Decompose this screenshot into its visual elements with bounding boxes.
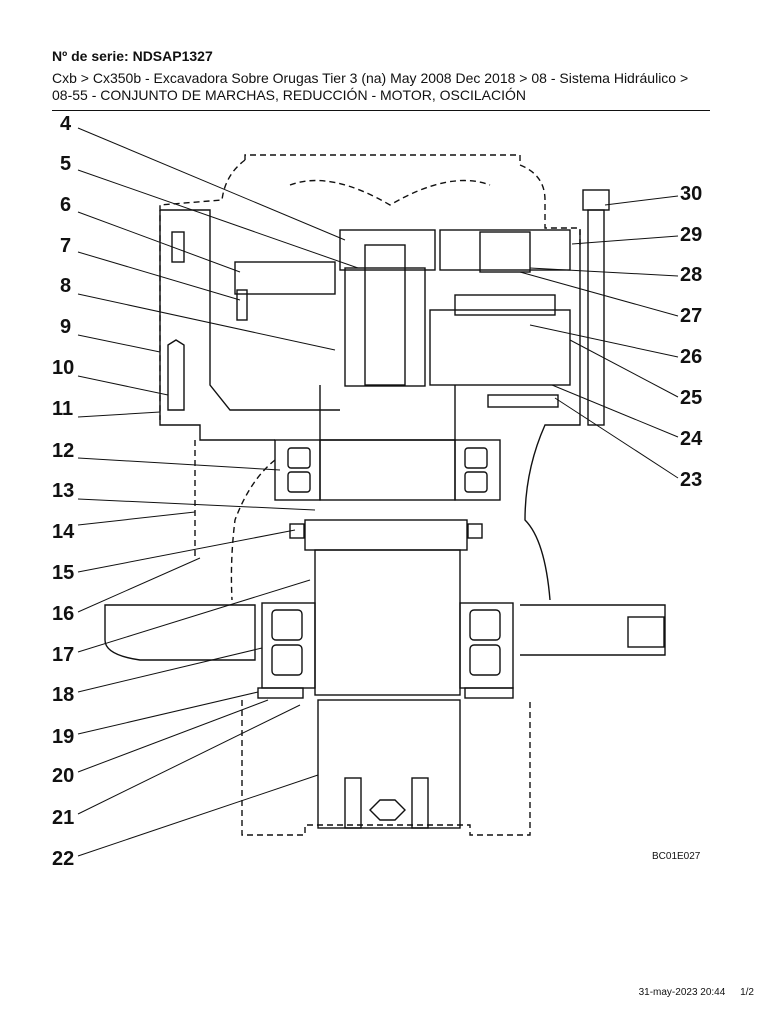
breadcrumb: Cxb > Cx350b - Excavadora Sobre Orugas T… bbox=[52, 70, 689, 103]
callout-24: 24 bbox=[680, 428, 703, 450]
callout-29: 29 bbox=[680, 224, 702, 246]
callout-25: 25 bbox=[680, 387, 702, 409]
callout-15: 15 bbox=[52, 562, 74, 584]
callout-numbers-left: 4 5 6 7 8 9 10 11 12 13 14 15 16 17 18 1… bbox=[52, 113, 75, 870]
callout-21: 21 bbox=[52, 807, 74, 829]
assembly-drawing bbox=[104, 154, 666, 836]
callout-18: 18 bbox=[52, 684, 74, 706]
callout-19: 19 bbox=[52, 726, 74, 748]
callout-23: 23 bbox=[680, 469, 702, 491]
callout-9: 9 bbox=[60, 316, 71, 338]
page-footer: 31-may-2023 20:44 1/2 bbox=[627, 987, 754, 998]
callout-20: 20 bbox=[52, 765, 74, 787]
callout-17: 17 bbox=[52, 644, 74, 666]
callout-16: 16 bbox=[52, 603, 74, 625]
callout-4: 4 bbox=[60, 113, 72, 135]
callout-7: 7 bbox=[60, 235, 71, 257]
footer-datetime: 31-may-2023 20:44 bbox=[638, 987, 726, 998]
footer-page-number: 1/2 bbox=[740, 987, 754, 998]
callout-5: 5 bbox=[60, 153, 71, 175]
callout-12: 12 bbox=[52, 440, 74, 462]
callout-13: 13 bbox=[52, 480, 74, 502]
callout-26: 26 bbox=[680, 346, 702, 368]
callout-8: 8 bbox=[60, 275, 71, 297]
callout-27: 27 bbox=[680, 305, 702, 327]
drawing-code: BC01E027 bbox=[652, 851, 701, 862]
leader-lines bbox=[77, 127, 679, 857]
callout-30: 30 bbox=[680, 183, 702, 205]
callout-6: 6 bbox=[60, 194, 71, 216]
callout-22: 22 bbox=[52, 848, 74, 870]
callout-10: 10 bbox=[52, 357, 74, 379]
callout-11: 11 bbox=[52, 398, 73, 420]
header-divider bbox=[52, 110, 710, 111]
callout-14: 14 bbox=[52, 521, 75, 543]
callout-28: 28 bbox=[680, 264, 702, 286]
serial-number: Nº de serie: NDSAP1327 bbox=[52, 48, 213, 64]
callout-numbers-right: 30 29 28 27 26 25 24 23 bbox=[680, 183, 703, 491]
